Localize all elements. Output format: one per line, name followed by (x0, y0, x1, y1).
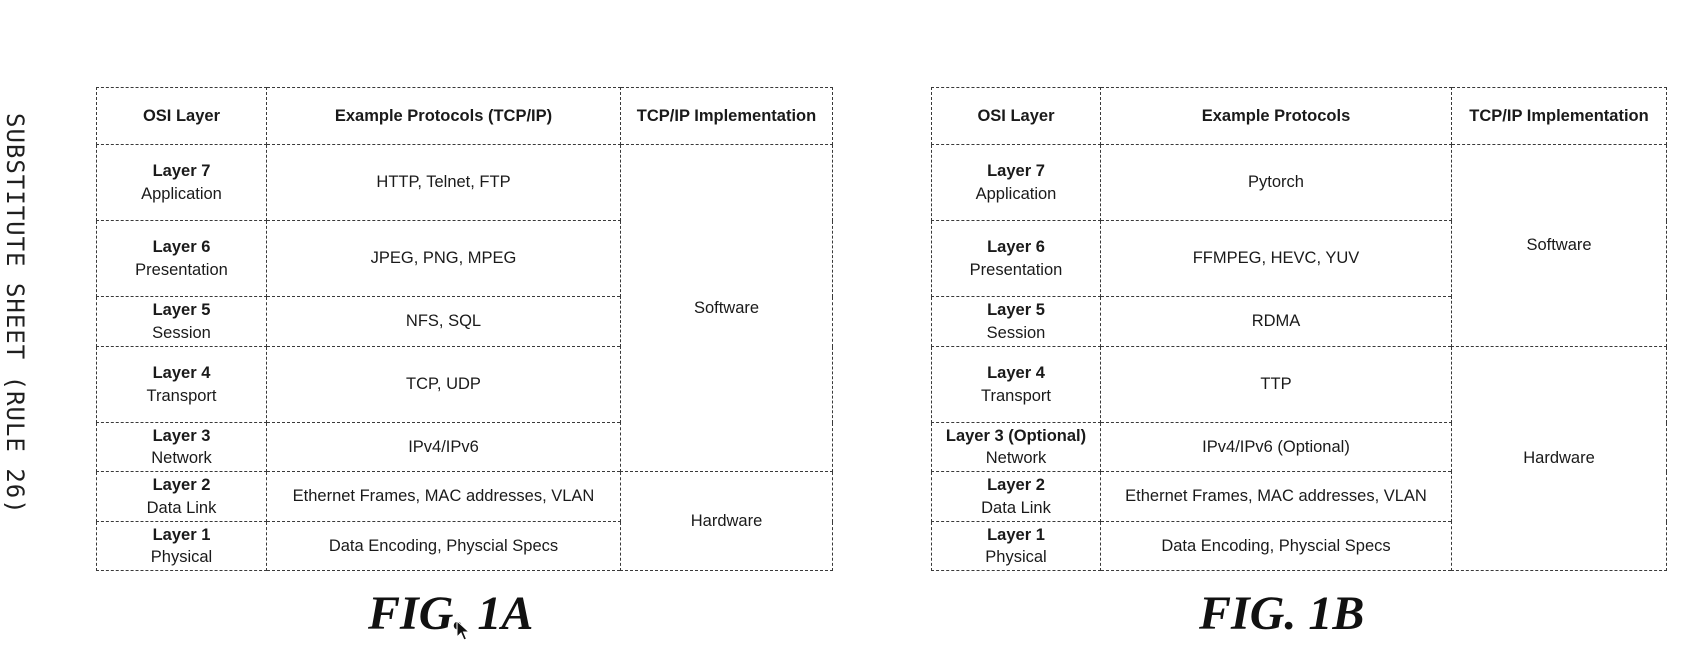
osi-layer-cell: Layer 3 Network (96, 422, 267, 472)
protocols-cell: IPv4/IPv6 (266, 422, 621, 472)
layer-name: Application (141, 184, 222, 203)
osi-layer-cell: Layer 2 Data Link (931, 471, 1101, 522)
table-row: Layer 5 Session NFS, SQL (96, 296, 833, 347)
protocols-cell: RDMA (1100, 296, 1452, 347)
side-margin-text: SUBSTITUTE SHEET (RULE 26) (0, 84, 30, 544)
layer-name: Presentation (969, 260, 1063, 279)
layer-number: Layer 4 (152, 364, 211, 383)
mouse-pointer-icon (456, 620, 470, 641)
layer-number: Layer 2 (152, 476, 211, 495)
layer-number: Layer 3 (152, 426, 211, 445)
layer-name: Physical (150, 548, 213, 566)
osi-layer-cell: Layer 2 Data Link (96, 471, 267, 522)
protocols-cell: NFS, SQL (266, 296, 621, 347)
implementation-hardware-cell: Hardware (1451, 346, 1667, 571)
figure-caption-1b: FIG. 1B (1199, 587, 1365, 640)
layer-name: Physical (985, 548, 1047, 566)
header-example-protocols: Example Protocols (1100, 87, 1452, 145)
table-row: Layer 4 Transport TTP Hardware (931, 346, 1667, 571)
table-row: Layer 6 Presentation FFMPEG, HEVC, YUV (931, 220, 1667, 297)
protocols-cell: TCP, UDP (266, 346, 621, 423)
layer-number: Layer 6 (152, 238, 211, 257)
layer-number: Layer 7 (152, 162, 211, 181)
layer-number: Layer 5 (152, 301, 211, 320)
protocols-cell: Pytorch (1100, 144, 1452, 221)
implementation-hardware-cell: Hardware (620, 471, 833, 571)
table-header-row: OSI Layer Example Protocols (TCP/IP) TCP… (96, 87, 833, 145)
table-row: Layer 2 Data Link Ethernet Frames, MAC a… (96, 471, 833, 571)
table-row: Layer 6 Presentation JPEG, PNG, MPEG (96, 220, 833, 297)
layer-name: Session (986, 323, 1046, 342)
layer-number: Layer 1 (152, 525, 211, 544)
protocols-cell: JPEG, PNG, MPEG (266, 220, 621, 297)
header-tcpip-implementation: TCP/IP Implementation (1451, 87, 1667, 145)
table-row: Layer 1 Physical Data Encoding, Physcial… (96, 521, 833, 571)
osi-layer-cell: Layer 4 Transport (96, 346, 267, 423)
layer-name: Presentation (135, 260, 228, 279)
protocols-cell: Ethernet Frames, MAC addresses, VLAN (266, 471, 621, 522)
substitute-sheet-label: SUBSTITUTE SHEET (RULE 26) (1, 113, 29, 515)
table-header-row: OSI Layer Example Protocols TCP/IP Imple… (931, 87, 1667, 145)
osi-layer-cell: Layer 4 Transport (931, 346, 1101, 423)
protocols-cell: Ethernet Frames, MAC addresses, VLAN (1100, 471, 1452, 522)
layer-number: Layer 5 (987, 301, 1045, 320)
header-tcpip-implementation: TCP/IP Implementation (620, 87, 833, 145)
table-row: Layer 5 Session RDMA (931, 296, 1667, 347)
osi-layer-cell: Layer 7 Application (931, 144, 1101, 221)
table-row: Layer 7 Application HTTP, Telnet, FTP So… (96, 144, 833, 472)
layer-name: Network (151, 449, 212, 467)
layer-number: Layer 1 (987, 525, 1045, 544)
osi-layer-cell: Layer 7 Application (96, 144, 267, 221)
layer-number: Layer 7 (987, 162, 1045, 181)
layer-number: Layer 3 (Optional) (945, 426, 1087, 445)
osi-table-fig-1a: OSI Layer Example Protocols (TCP/IP) TCP… (96, 87, 833, 571)
layer-number: Layer 2 (987, 476, 1045, 495)
layer-number: Layer 6 (987, 238, 1045, 257)
osi-layer-cell: Layer 6 Presentation (931, 220, 1101, 297)
layer-name: Data Link (146, 498, 217, 517)
osi-layer-cell: Layer 1 Physical (96, 521, 267, 571)
header-osi-layer: OSI Layer (931, 87, 1101, 145)
table-row: Layer 3 (Optional) Network IPv4/IPv6 (Op… (931, 422, 1667, 472)
table-row: Layer 1 Physical Data Encoding, Physcial… (931, 521, 1667, 571)
table-row: Layer 7 Application Pytorch Software (931, 144, 1667, 347)
protocols-cell: TTP (1100, 346, 1452, 423)
osi-layer-cell: Layer 6 Presentation (96, 220, 267, 297)
layer-name: Application (975, 184, 1057, 203)
figure-caption-1a: FIG. 1A (368, 587, 534, 640)
protocols-cell: Data Encoding, Physcial Specs (266, 521, 621, 571)
protocols-cell: Data Encoding, Physcial Specs (1100, 521, 1452, 571)
protocols-cell: IPv4/IPv6 (Optional) (1100, 422, 1452, 472)
layer-name: Transport (146, 386, 217, 405)
osi-layer-cell: Layer 5 Session (96, 296, 267, 347)
osi-layer-cell: Layer 1 Physical (931, 521, 1101, 571)
layer-name: Session (152, 323, 211, 342)
protocols-cell: FFMPEG, HEVC, YUV (1100, 220, 1452, 297)
osi-layer-cell: Layer 5 Session (931, 296, 1101, 347)
osi-table-fig-1b: OSI Layer Example Protocols TCP/IP Imple… (931, 87, 1667, 571)
table-row: Layer 4 Transport TCP, UDP (96, 346, 833, 423)
protocols-cell: HTTP, Telnet, FTP (266, 144, 621, 221)
implementation-software-cell: Software (1451, 144, 1667, 347)
header-osi-layer: OSI Layer (96, 87, 267, 145)
layer-name: Network (985, 449, 1047, 467)
osi-layer-cell: Layer 3 (Optional) Network (931, 422, 1101, 472)
table-row: Layer 2 Data Link Ethernet Frames, MAC a… (931, 471, 1667, 522)
layer-name: Data Link (981, 498, 1051, 517)
implementation-software-cell: Software (620, 144, 833, 472)
header-example-protocols: Example Protocols (TCP/IP) (266, 87, 621, 145)
layer-name: Transport (981, 386, 1051, 405)
layer-number: Layer 4 (987, 364, 1045, 383)
